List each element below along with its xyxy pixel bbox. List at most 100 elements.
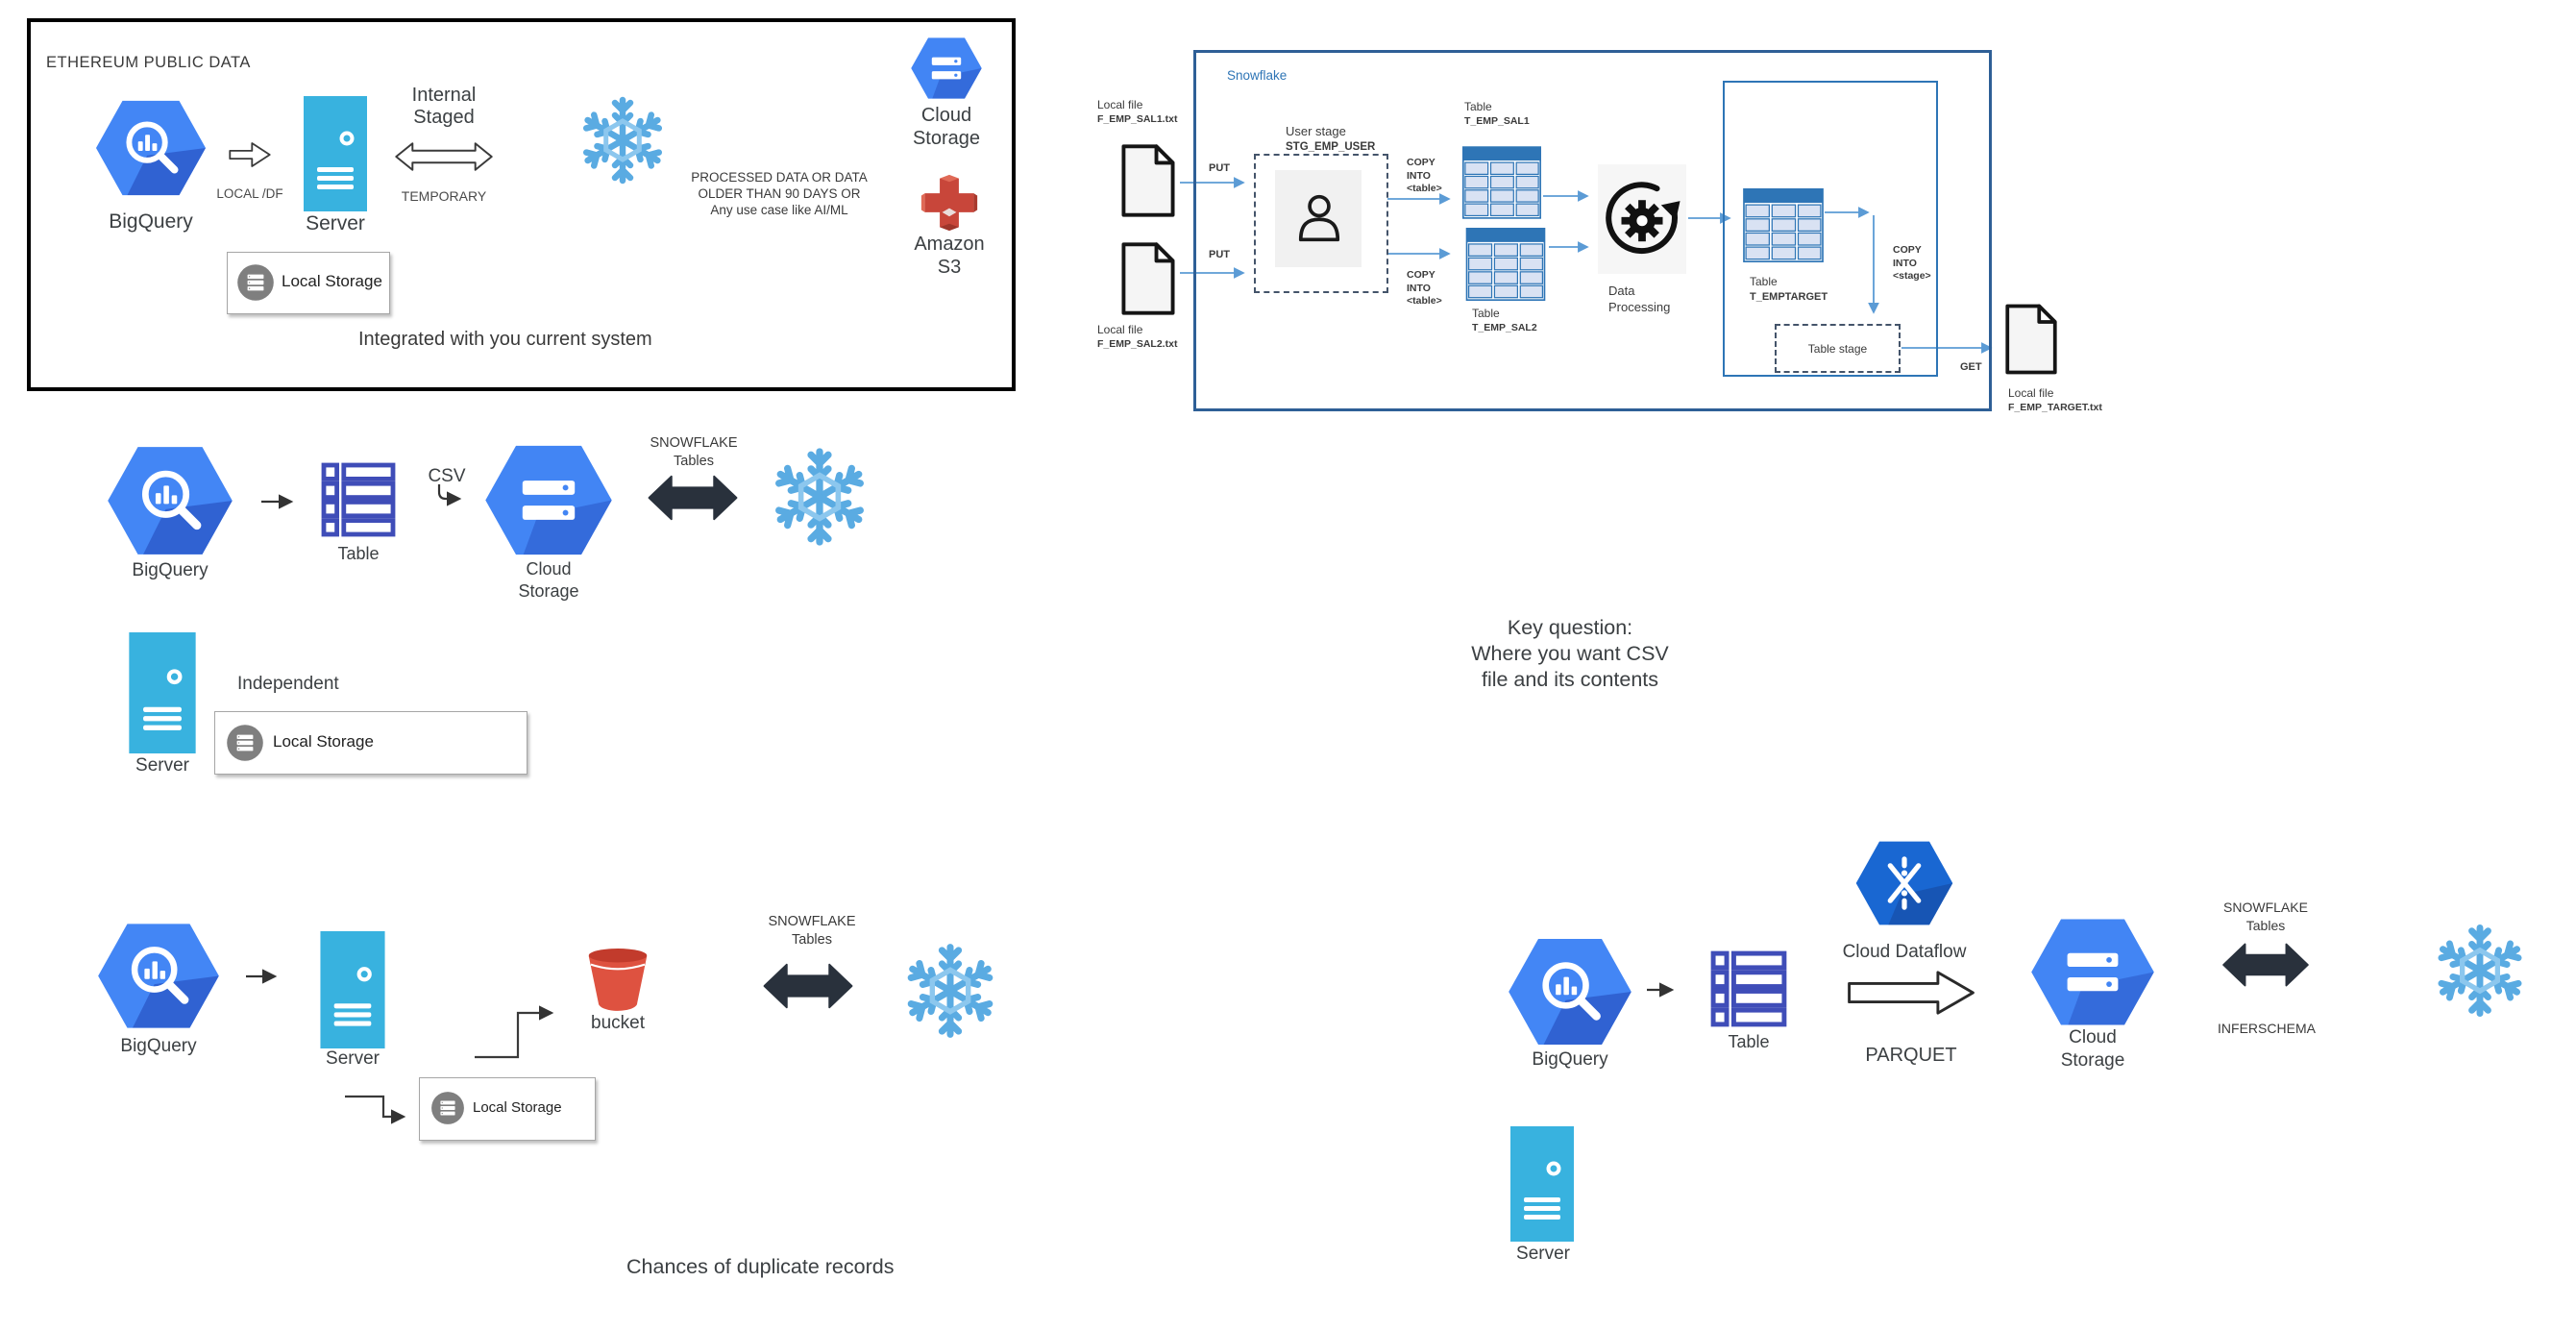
processed-data-line2: OLDER THAN 90 DAYS OR bbox=[698, 185, 861, 201]
local-df-arrow-icon bbox=[228, 138, 272, 171]
put2-label: PUT bbox=[1209, 249, 1230, 260]
server-icon bbox=[304, 96, 367, 211]
local-storage-label: Local Storage bbox=[473, 1099, 562, 1116]
csv-label: CSV bbox=[428, 466, 466, 486]
local-file2-icon bbox=[1118, 240, 1178, 317]
processed-data-line3: Any use case like AI/ML bbox=[710, 202, 848, 217]
amazon-s3-icon bbox=[911, 173, 988, 233]
snowflake-icon bbox=[765, 443, 874, 551]
local-file2-label: Local file F_EMP_SAL2.txt bbox=[1097, 323, 1177, 351]
snowflake-icon bbox=[898, 939, 1002, 1043]
snowflake-tables-label: SNOWFLAKE Tables bbox=[759, 913, 865, 949]
local-storage-icon bbox=[236, 263, 275, 302]
processed-data-line1: PROCESSED DATA OR DATA bbox=[691, 170, 868, 185]
table1-line1: Table bbox=[1464, 100, 1492, 113]
cloud-dataflow-label: Cloud Dataflow bbox=[1842, 942, 1967, 962]
table2-line1: Table bbox=[1472, 307, 1500, 320]
user-stage-line1: User stage bbox=[1286, 124, 1346, 138]
local-df-label: LOCAL /DF bbox=[216, 186, 283, 201]
bigquery-label: BigQuery bbox=[109, 210, 193, 233]
snowflake-tables-label: SNOWFLAKE Tables bbox=[2208, 899, 2323, 935]
table-target-line2: T_EMPTARGET bbox=[1750, 290, 1828, 303]
copy-into-table1-line3: <table> bbox=[1407, 183, 1442, 195]
user-stage-label: User stage STG_EMP_USER bbox=[1286, 124, 1375, 155]
copy-into-stage-line1: COPY bbox=[1893, 244, 1922, 256]
snowflake-tables-line2: Tables bbox=[2245, 917, 2286, 933]
local-file1-label: Local file F_EMP_SAL1.txt bbox=[1097, 98, 1177, 126]
duplicate-records-note: Chances of duplicate records bbox=[626, 1255, 895, 1278]
table-t-emp-sal2-icon bbox=[1464, 228, 1547, 301]
sync-arrow-icon bbox=[760, 958, 856, 1014]
snowflake-tables-line1: SNOWFLAKE bbox=[650, 435, 738, 451]
inferschema-label: INFERSCHEMA bbox=[2218, 1021, 2316, 1036]
snowflake-icon bbox=[2429, 920, 2531, 1022]
data-processing-icon bbox=[1601, 171, 1683, 267]
local-file-target-line1: Local file bbox=[2008, 386, 2054, 400]
cloud-storage-line2: Storage bbox=[912, 128, 981, 149]
amazon-s3-line1: Amazon bbox=[914, 234, 985, 255]
cloud-storage-line1: Cloud bbox=[526, 559, 572, 579]
internal-staged-line2: Staged bbox=[413, 107, 475, 128]
parquet-label: PARQUET bbox=[1865, 1045, 1957, 1066]
ethereum-public-data-box bbox=[27, 18, 1016, 391]
bucket-icon bbox=[576, 944, 660, 1013]
cloud-storage-label: Cloud Storage bbox=[483, 558, 614, 604]
get-label: GET bbox=[1960, 361, 1982, 373]
cloud-storage-line2: Storage bbox=[2060, 1049, 2125, 1071]
table-t-emp-sal1-label: Table T_EMP_SAL1 bbox=[1464, 100, 1530, 128]
independent-label: Independent bbox=[237, 674, 339, 694]
server-label: Server bbox=[135, 755, 189, 776]
parquet-arrow-icon bbox=[1843, 969, 1979, 1017]
server-label: Server bbox=[306, 212, 365, 234]
table-target-line1: Table bbox=[1750, 275, 1778, 288]
integrated-note: Integrated with you current system bbox=[358, 329, 652, 350]
data-processing-line2: Processing bbox=[1608, 299, 1671, 314]
user-stage-line2: STG_EMP_USER bbox=[1286, 140, 1376, 153]
local-storage-label: Local Storage bbox=[273, 732, 374, 751]
put1-label: PUT bbox=[1209, 162, 1230, 174]
internal-staged-arrow-icon bbox=[390, 140, 498, 173]
local-storage-icon bbox=[226, 724, 264, 762]
local-file-target-label: Local file F_EMP_TARGET.txt bbox=[2008, 386, 2102, 414]
table1-line2: T_EMP_SAL1 bbox=[1464, 114, 1530, 127]
local-file1-icon bbox=[1118, 142, 1178, 219]
table-label: Table bbox=[337, 544, 380, 563]
key-question-line2: Where you want CSV bbox=[1471, 641, 1669, 665]
copy-into-stage-label: COPY INTO <stage> bbox=[1893, 244, 1931, 283]
user-stage-box bbox=[1254, 154, 1388, 293]
table-t-emptarget-icon bbox=[1743, 188, 1824, 262]
local-file1-line1: Local file bbox=[1097, 98, 1143, 111]
local-storage-icon bbox=[430, 1087, 465, 1129]
cloud-storage-label: Cloud Storage bbox=[2029, 1026, 2156, 1072]
processed-data-note: PROCESSED DATA OR DATA OLDER THAN 90 DAY… bbox=[673, 170, 886, 219]
table-icon bbox=[1709, 949, 1788, 1028]
cloud-storage-label: Cloud Storage bbox=[898, 104, 994, 150]
copy-into-table2-line3: <table> bbox=[1407, 295, 1442, 308]
bigquery-icon bbox=[94, 98, 208, 198]
cloud-storage-icon bbox=[910, 37, 983, 100]
snowflake-inner-box bbox=[1723, 81, 1938, 377]
table-t-emp-sal1-icon bbox=[1462, 146, 1541, 219]
local-storage-box bbox=[419, 1077, 596, 1141]
copy-into-table1-line2: INTO bbox=[1407, 169, 1431, 182]
user-icon bbox=[1289, 175, 1349, 261]
cloud-storage-icon bbox=[483, 443, 614, 557]
table-t-emptarget-label: Table T_EMPTARGET bbox=[1750, 275, 1828, 304]
internal-staged-label: Internal Staged bbox=[390, 85, 498, 129]
copy-into-table1-label: COPY INTO <table> bbox=[1407, 157, 1442, 196]
cloud-storage-line1: Cloud bbox=[2069, 1027, 2117, 1048]
snowflake-diagram-title: Snowflake bbox=[1227, 68, 1288, 83]
cloud-storage-line1: Cloud bbox=[920, 105, 972, 126]
cloud-dataflow-icon bbox=[1854, 827, 1954, 939]
copy-into-table2-line1: COPY bbox=[1407, 269, 1435, 281]
key-question-line1: Key question: bbox=[1507, 616, 1633, 639]
internal-staged-line1: Internal bbox=[411, 85, 477, 106]
key-question-line3: file and its contents bbox=[1481, 667, 1659, 691]
local-file2-line2: F_EMP_SAL2.txt bbox=[1097, 337, 1178, 350]
amazon-s3-label: Amazon S3 bbox=[898, 233, 1000, 279]
local-file2-line1: Local file bbox=[1097, 323, 1143, 336]
copy-into-stage-line3: <stage> bbox=[1893, 270, 1931, 283]
data-processing-label: Data Processing bbox=[1608, 283, 1670, 316]
bigquery-label: BigQuery bbox=[132, 560, 209, 580]
bigquery-icon bbox=[106, 444, 234, 557]
